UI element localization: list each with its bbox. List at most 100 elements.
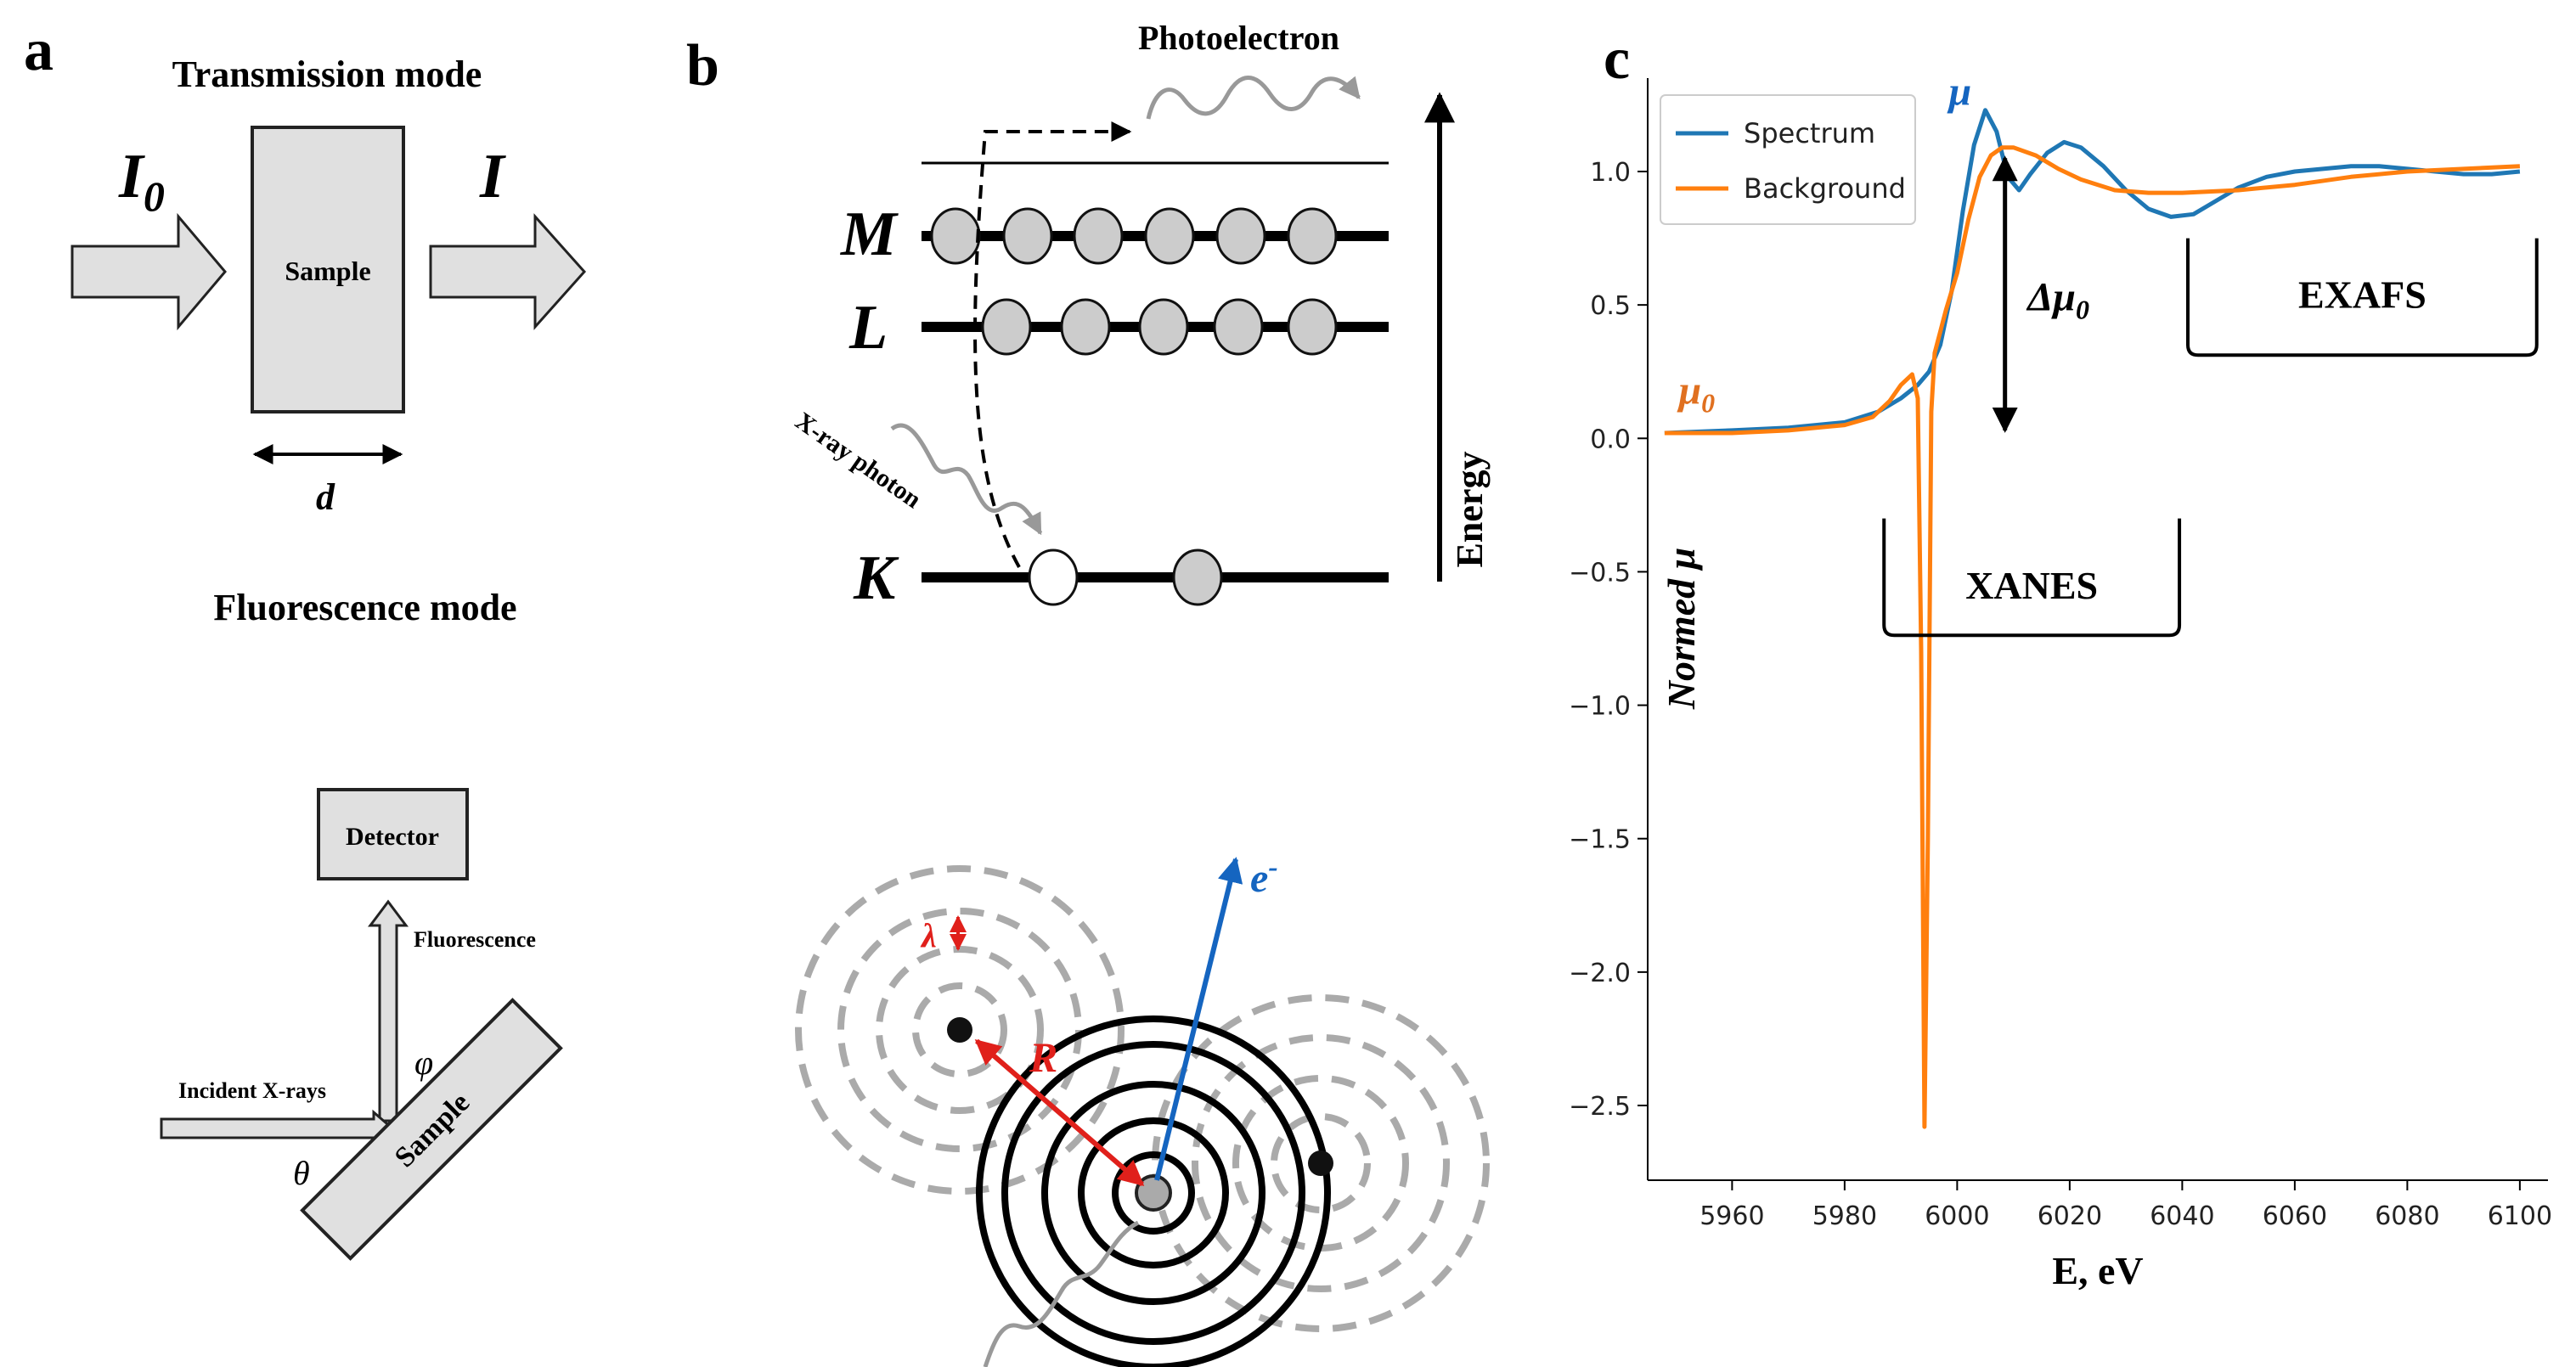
outgoing-wave-ring xyxy=(1112,1151,1195,1235)
distance-label: R xyxy=(1029,1033,1057,1081)
electron xyxy=(1073,207,1124,265)
x-tick-label: 6020 xyxy=(2038,1201,2102,1231)
transmission-sample-label: Sample xyxy=(285,256,370,286)
scatter-wave-ring xyxy=(837,908,1082,1152)
transmission-sample-block xyxy=(251,126,405,413)
fluorescence-label: Fluorescence xyxy=(414,927,536,952)
electron xyxy=(981,298,1032,356)
scatter-wave-ring xyxy=(1271,1113,1371,1213)
xanes-label: XANES xyxy=(1965,564,2098,607)
electron xyxy=(1172,548,1223,606)
panel-a: a Transmission mode I0 Sample I d Fluore… xyxy=(24,18,587,1261)
y-tick-label: 0.0 xyxy=(1590,425,1631,454)
incident-xrays-arrow xyxy=(160,1109,395,1148)
mu0-annotation: μ0 xyxy=(1676,368,1715,418)
electron xyxy=(1144,207,1195,265)
xanes-bracket xyxy=(1882,518,2182,638)
scatterer-atom xyxy=(1308,1150,1333,1176)
shell-m: M xyxy=(840,200,1389,269)
legend-label: Background xyxy=(1744,172,1906,205)
scatter-wave-ring xyxy=(1152,994,1490,1332)
series-line-background xyxy=(1664,145,2521,1129)
fluorescence-mode-title: Fluorescence mode xyxy=(213,587,516,628)
panel-b: b Photoelectron M L K xyxy=(686,19,1491,1367)
electron xyxy=(930,207,981,265)
y-axis-label: Normed μ xyxy=(1660,548,1703,710)
incoming-photon-wave xyxy=(983,1220,1140,1367)
panel-c: c 5960 5980 6000 6020 6040 6060 6080 6100 1.0 0.5… xyxy=(1569,26,2552,1292)
electron-label: e- xyxy=(1250,852,1278,901)
scatter-wave-ring xyxy=(795,865,1125,1195)
transmitted-beam-arrow xyxy=(429,213,587,330)
scatterer-atom xyxy=(947,1017,972,1043)
xray-photon-label: X-ray photon xyxy=(790,407,927,514)
transmission-mode-title: Transmission mode xyxy=(172,53,482,95)
chart-area: 5960 5980 6000 6020 6040 6060 6080 6100 1.0 0.5 0.… xyxy=(1569,69,2552,1292)
scatter-wave-ring xyxy=(912,982,1007,1077)
x-tick-label: 6000 xyxy=(1925,1201,1989,1231)
x-tick-label: 5980 xyxy=(1812,1201,1877,1231)
electron-direction-arrow xyxy=(1154,857,1243,1181)
y-tick-label: −2.0 xyxy=(1569,959,1631,988)
electron xyxy=(1002,207,1053,265)
detector-box xyxy=(317,788,469,880)
outgoing-wave-ring xyxy=(976,1015,1331,1367)
scatter-wave-ring xyxy=(1192,1034,1450,1292)
x-tick-label: 5960 xyxy=(1699,1201,1764,1231)
panel-c-letter: c xyxy=(1604,26,1630,92)
shell-k: K xyxy=(853,543,1389,613)
outgoing-wave-ring xyxy=(1041,1081,1265,1305)
electron xyxy=(1213,298,1264,356)
detector-label: Detector xyxy=(346,823,439,851)
y-tick-label: −0.5 xyxy=(1569,558,1631,588)
legend-label: Spectrum xyxy=(1744,117,1875,149)
fluorescence-arrow xyxy=(368,899,409,1122)
x-tick-label: 6100 xyxy=(2488,1201,2552,1231)
incident-intensity-label: I0 xyxy=(118,142,165,220)
shell-l: L xyxy=(848,293,1389,363)
theta-label: θ xyxy=(293,1154,310,1192)
shell-k-label: K xyxy=(853,543,899,613)
scattering-diagram: R λ e- xyxy=(795,852,1490,1367)
electron xyxy=(1287,207,1338,265)
legend-box xyxy=(1660,94,1916,225)
absorber-atom xyxy=(1135,1174,1172,1212)
series-line-spectrum xyxy=(1664,108,2521,436)
outgoing-wave-ring xyxy=(1078,1117,1229,1269)
photoelectron-label: Photoelectron xyxy=(1138,19,1339,57)
x-tick-label: 6060 xyxy=(2263,1201,2327,1231)
transmitted-intensity-label: I xyxy=(479,142,506,211)
phi-label: φ xyxy=(414,1044,433,1082)
mu-annotation: μ xyxy=(1946,69,1971,114)
delta-mu0-annotation: Δμ0 xyxy=(2026,274,2089,324)
electron xyxy=(1138,298,1189,356)
energy-axis-label: Energy xyxy=(1449,452,1491,568)
exafs-label: EXAFS xyxy=(2298,273,2427,316)
y-tick-label: −2.5 xyxy=(1569,1092,1631,1122)
incident-beam-arrow xyxy=(70,212,227,331)
x-tick-label: 6040 xyxy=(2150,1201,2214,1231)
panel-b-letter: b xyxy=(686,33,719,98)
shell-l-label: L xyxy=(848,293,888,363)
xray-photon-wave xyxy=(890,423,1043,536)
shell-m-label: M xyxy=(840,200,899,269)
photoelectron-wave xyxy=(1146,76,1361,120)
y-tick-label: −1.0 xyxy=(1569,692,1631,722)
distance-arrow xyxy=(974,1038,1145,1187)
incident-xrays-label: Incident X-rays xyxy=(178,1078,326,1103)
y-tick-label: 0.5 xyxy=(1590,291,1631,321)
ejection-path xyxy=(973,121,1132,568)
outgoing-wave-ring xyxy=(1001,1041,1305,1345)
electron xyxy=(1060,298,1111,356)
y-tick-label: −1.5 xyxy=(1569,825,1631,855)
x-axis-label: E, eV xyxy=(2052,1249,2143,1292)
x-tick-label: 6080 xyxy=(2375,1201,2439,1231)
thickness-label: d xyxy=(316,476,335,518)
y-tick-label: 1.0 xyxy=(1590,158,1631,188)
exafs-bracket xyxy=(2186,238,2539,357)
wavelength-label: λ xyxy=(920,916,937,954)
panel-a-letter: a xyxy=(24,18,54,83)
electron xyxy=(1215,207,1266,265)
electron xyxy=(1287,298,1338,356)
